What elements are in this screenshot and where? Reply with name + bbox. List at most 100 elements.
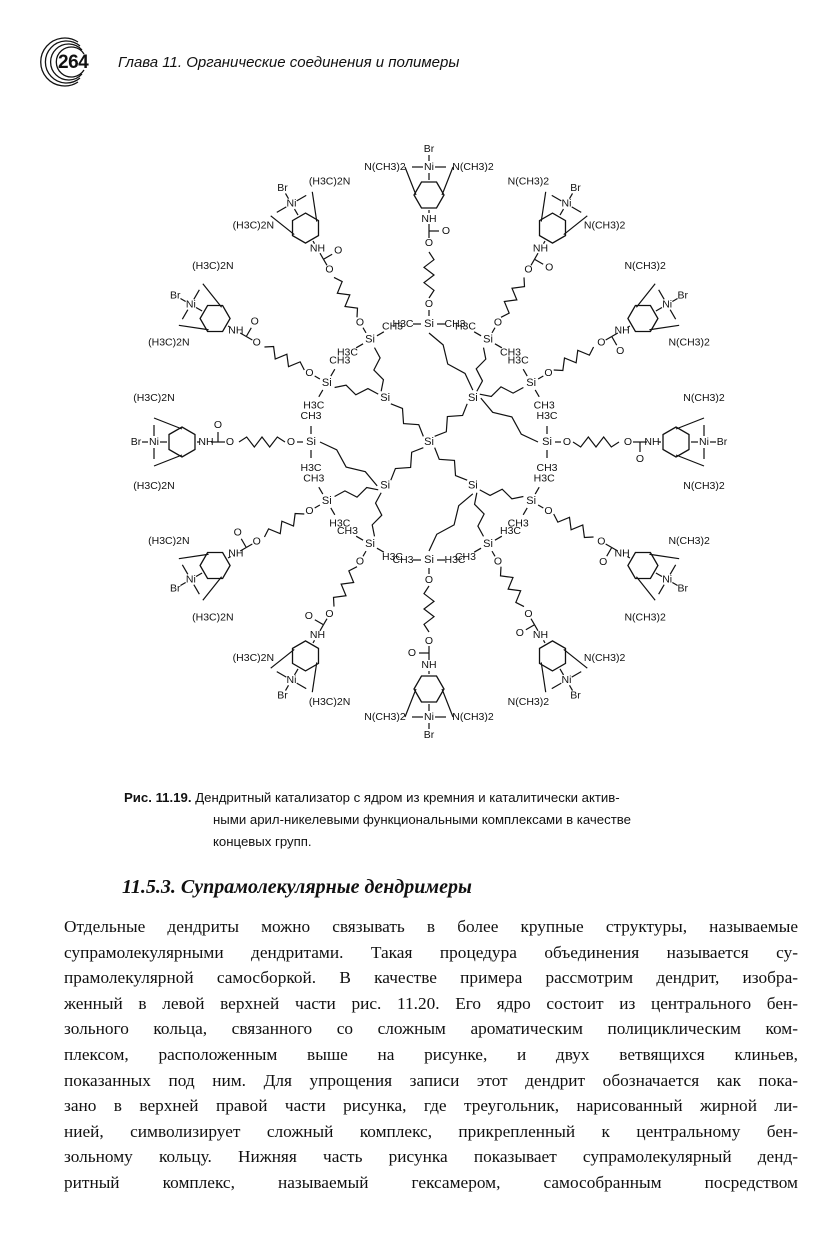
- dimethylamino-label: N(CH3)2: [508, 176, 550, 188]
- propyl-chain: [479, 386, 524, 398]
- dimethylamino-label: (H3C)2N: [133, 480, 174, 492]
- nickel-label: Ni: [699, 436, 709, 448]
- methyl-label: CH3: [508, 517, 529, 529]
- butyl-chain: [238, 436, 286, 448]
- si-o-bond: [314, 375, 321, 380]
- butyl-chain: [423, 251, 435, 299]
- methyl-label: CH3: [300, 410, 321, 422]
- carbonyl-oxygen-label: O: [214, 419, 222, 431]
- carbonyl-bond: [245, 327, 252, 337]
- methyl-bond: [355, 535, 364, 541]
- dimethylamino-label: N(CH3)2: [364, 161, 406, 173]
- ni-n-bond: [551, 194, 562, 202]
- ch2-bond: [441, 166, 454, 196]
- benzene-ring: [627, 304, 659, 333]
- propyl-chain: [428, 332, 474, 391]
- propyl-chain: [475, 347, 487, 392]
- page-number-ornament-icon: [40, 37, 85, 87]
- ni-n-bond: [551, 682, 562, 690]
- ch2-bond: [270, 215, 295, 236]
- bromine-label: Br: [424, 729, 435, 741]
- dimethylamino-label: (H3C)2N: [192, 611, 233, 623]
- bromine-label: Br: [170, 582, 181, 594]
- ch2-bond: [311, 191, 318, 222]
- nh-label: NH: [421, 659, 436, 671]
- dimethylamino-label: (H3C)2N: [148, 535, 189, 547]
- carbonyl-oxygen-label: O: [251, 316, 259, 328]
- si-terminal-label: Si: [424, 554, 434, 566]
- caption-line-1: Дендритный катализатор с ядром из кремни…: [195, 790, 620, 805]
- oxygen-label: O: [226, 436, 234, 448]
- nickel-label: Ni: [662, 298, 672, 310]
- carbonyl-oxygen-label: O: [305, 610, 313, 622]
- body-text: Отдельные дендриты можно связывать в бол…: [64, 914, 798, 1196]
- body-line: ритный комплекс, называемый гексамером, …: [64, 1172, 798, 1192]
- oxygen-label: O: [287, 436, 295, 448]
- nh-label: NH: [228, 324, 243, 336]
- body-line: зольного кольца, связанного со сложным а…: [64, 1019, 798, 1039]
- nh-label: NH: [198, 436, 213, 448]
- oxygen-label: O: [624, 436, 632, 448]
- dimethylamino-label: (H3C)2N: [233, 652, 274, 664]
- ch2-bond: [675, 454, 705, 467]
- ni-n-bond: [181, 564, 189, 575]
- oxygen-label: O: [425, 635, 433, 647]
- ni-n-bond: [669, 564, 677, 575]
- nickel-label: Ni: [562, 198, 572, 210]
- ni-n-bond: [276, 206, 287, 213]
- methyl-bond: [522, 368, 528, 377]
- nh-label: NH: [228, 547, 243, 559]
- propyl-chain: [428, 493, 474, 552]
- methyl-bond: [473, 331, 482, 337]
- ch2-bond: [563, 648, 588, 669]
- ch2-bond: [635, 576, 656, 601]
- aryl-bond: [627, 555, 631, 559]
- si-terminal-label: Si: [526, 495, 536, 507]
- carbonyl-oxygen-label: O: [545, 262, 553, 274]
- ester-bond: [322, 258, 328, 266]
- ch2-bond: [675, 417, 705, 430]
- amide-bond: [319, 624, 325, 632]
- oxygen-label: O: [597, 535, 605, 547]
- oxygen-label: O: [544, 367, 552, 379]
- bromine-label: Br: [277, 182, 288, 194]
- ni-c-bond: [195, 572, 203, 578]
- nickel-label: Ni: [424, 711, 434, 723]
- propyl-chain: [390, 447, 424, 481]
- butyl-chain: [263, 512, 305, 538]
- butyl-chain: [333, 276, 359, 318]
- propyl-chain: [473, 492, 485, 537]
- bromine-label: Br: [677, 582, 688, 594]
- methyl-label: CH3: [455, 551, 476, 563]
- carbonyl-bond: [611, 336, 618, 346]
- oxygen-label: O: [356, 555, 364, 567]
- methyl-label: CH3: [337, 525, 358, 537]
- carbonyl-oxygen-label: O: [408, 647, 416, 659]
- ester-bond: [530, 618, 536, 626]
- methyl-bond: [318, 389, 324, 398]
- methyl-label: H3C: [382, 551, 403, 563]
- figure-caption: Рис. 11.19. Дендритный катализатор с ядр…: [124, 787, 796, 853]
- ni-n-bond: [571, 206, 582, 213]
- benzene-ring: [662, 426, 690, 458]
- ch2-bond: [153, 417, 183, 430]
- ni-c-bond: [293, 668, 299, 676]
- si-o-bond: [491, 550, 496, 557]
- ni-br-bond: [284, 685, 290, 691]
- aryl-bond: [312, 240, 316, 244]
- methyl-label: H3C: [536, 410, 557, 422]
- aryl-bond: [227, 325, 231, 329]
- oxygen-label: O: [425, 298, 433, 310]
- ch2-bond: [178, 553, 209, 560]
- methyl-label: H3C: [329, 517, 350, 529]
- benzene-ring: [538, 212, 567, 244]
- nickel-label: Ni: [662, 573, 672, 585]
- butyl-chain: [264, 345, 305, 371]
- ch2-bond: [270, 648, 295, 669]
- dimethylamino-label: N(CH3)2: [452, 161, 494, 173]
- body-line: плексом, расположенным выше на рисунке, …: [64, 1044, 798, 1064]
- si-terminal-label: Si: [483, 334, 493, 346]
- methyl-label: CH3: [392, 554, 413, 566]
